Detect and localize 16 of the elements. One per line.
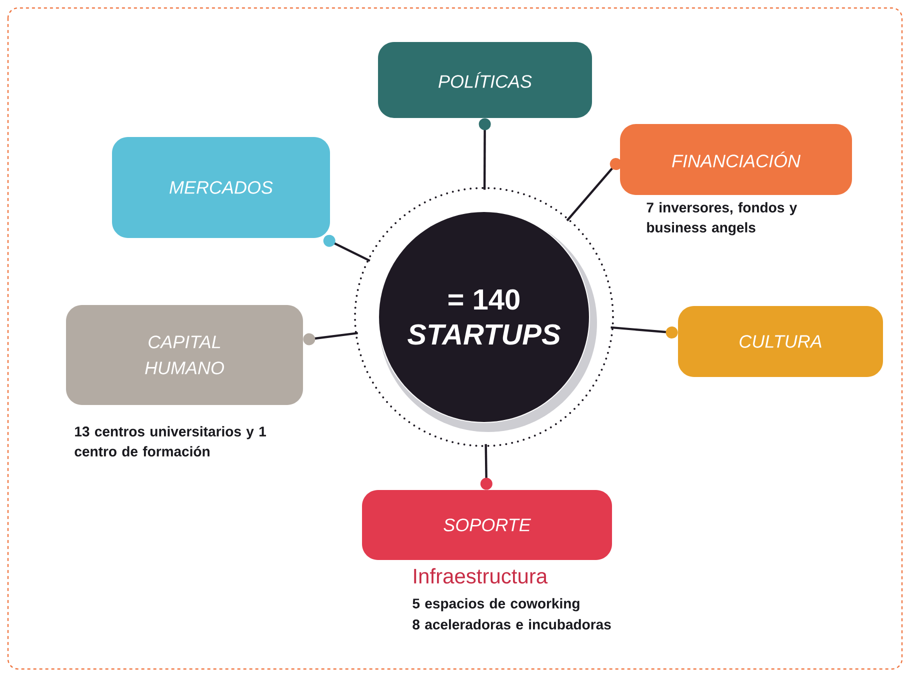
- note-text: 5 espacios de coworking: [412, 598, 580, 612]
- category-box: SOPORTE: [362, 490, 612, 560]
- pin-connector: [303, 332, 358, 346]
- pin-connector: [566, 158, 622, 222]
- category-box: CAPITAL HUMANO: [66, 305, 303, 405]
- note-text: 8 aceleradoras e incubadoras: [412, 619, 611, 630]
- category-box: FINANCIACIÓN: [620, 124, 852, 195]
- pin-connector: [478, 118, 491, 190]
- note-text: 13 centros universitarios y 1 centro de formación: [74, 426, 266, 456]
- category-box: POLÍTICAS: [378, 42, 592, 118]
- category-box: MERCADOS: [112, 137, 330, 238]
- pin-connector: [610, 326, 678, 338]
- category-box: CULTURA: [678, 306, 883, 377]
- note-text: 7 inversores, fondos y business angels: [646, 202, 798, 236]
- subheading: Infraestructura: [414, 568, 548, 584]
- pin-connector: [480, 444, 492, 490]
